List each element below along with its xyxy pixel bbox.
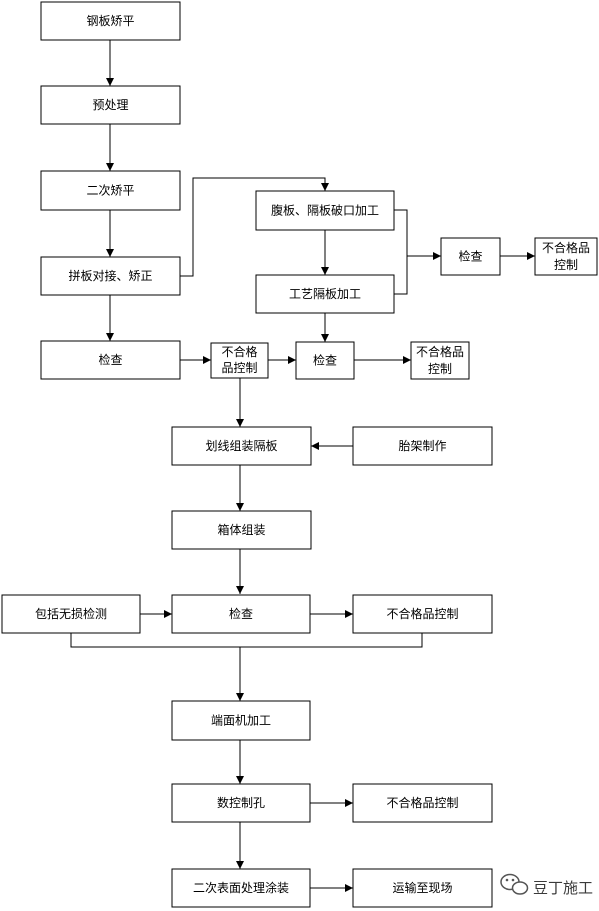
node-box-assembly: 箱体组装 [171,510,312,550]
node-inspect-1: 检查 [40,340,181,380]
node-label: 钢板矫平 [86,13,134,28]
node-box [255,190,395,231]
node-box [352,594,493,634]
node-label-line-1: 不合格品 [416,344,464,359]
edge-process-to-inspect2 [394,256,408,295]
node-box [255,274,395,314]
node-jig-make: 胎架制作 [352,426,493,466]
node-label: 箱体组装 [217,522,265,537]
node-box [171,700,311,741]
node-process-diaphragm: 工艺隔板加工 [255,274,395,314]
node-label: 胎架制作 [398,439,446,453]
edge-merge-bottom [70,633,423,648]
node-box [40,1,181,41]
node-label-line-2: 控制 [554,258,578,272]
node-reject-ctrl-5: 不合格品控制 [352,783,493,823]
node-inspect-3: 检查 [295,341,355,380]
node-box [352,868,493,908]
node-box [40,170,181,211]
node-box [171,868,311,908]
node-pretreatment: 预处理 [40,85,181,125]
node-label: 预处理 [92,98,128,112]
node-label: 检查 [313,353,337,368]
node-label: 不合格品控制 [386,795,458,810]
node-label: 二次表面处理涂装 [193,880,289,895]
node-label: 运输至现场 [392,880,452,895]
node-label-line-1: 不合格品 [542,240,590,255]
node-label: 检查 [98,352,122,367]
node-label: 二次矫平 [86,183,134,198]
watermark-text: 豆丁施工 [533,879,593,897]
node-end-machining: 端面机加工 [171,700,311,741]
node-box [210,342,269,379]
node-box [171,426,312,466]
node-label: 端面机加工 [211,714,271,728]
node-box [440,237,501,276]
node-box [410,341,470,380]
node-box [40,256,181,296]
node-reject-ctrl-4: 不合格品控制 [352,594,493,634]
node-nc-drilling: 数控制孔 [171,783,311,823]
connectors [70,40,535,892]
node-inspect-4: 检查 [171,594,311,634]
node-box [40,340,181,380]
node-secondary-coating: 二次表面处理涂装 [171,868,311,908]
node-ndt: 包括无损检测 [1,594,141,634]
node-label: 工艺隔板加工 [289,287,361,301]
node-box [352,783,493,823]
node-box [171,510,312,550]
node-label: 拼板对接、矫正 [68,268,152,283]
node-splice-weld-correct: 拼板对接、矫正 [40,256,181,296]
node-reject-ctrl-2: 不合格品 控制 [534,237,598,276]
node-inspect-2: 检查 [440,237,501,276]
node-transport: 运输至现场 [352,868,493,908]
edge-splice-to-web-bevel [180,177,329,277]
node-box [1,594,141,634]
wechat-icon [500,873,529,895]
node-box [295,341,355,380]
node-box [534,237,598,276]
node-reject-ctrl-3: 不合格品 控制 [410,341,470,380]
node-label-line-2: 控制 [428,362,452,376]
node-label: 检查 [229,606,253,621]
node-label-line-2: 品控制 [221,361,257,375]
watermark: 豆丁施工 [500,873,593,897]
node-label: 不合格品控制 [386,606,458,621]
node-reject-ctrl-1: 不合格 品控制 [210,342,269,379]
edge-web-to-inspect2 [394,209,408,256]
node-mark-assemble: 划线组装隔板 [171,426,312,466]
node-box [171,594,311,634]
node-label: 检查 [458,249,482,264]
node-box [171,783,311,823]
node-web-bevel: 腹板、隔板破口加工 [255,190,395,231]
node-label: 数控制孔 [217,795,265,810]
node-label: 腹板、隔板破口加工 [271,203,379,218]
node-secondary-leveling: 二次矫平 [40,170,181,211]
node-box [40,85,181,125]
node-steel-leveling: 钢板矫平 [40,1,181,41]
node-label: 划线组装隔板 [205,439,277,453]
node-box [352,426,493,466]
node-label-line-1: 不合格 [221,344,257,359]
node-label: 包括无损检测 [35,606,107,621]
